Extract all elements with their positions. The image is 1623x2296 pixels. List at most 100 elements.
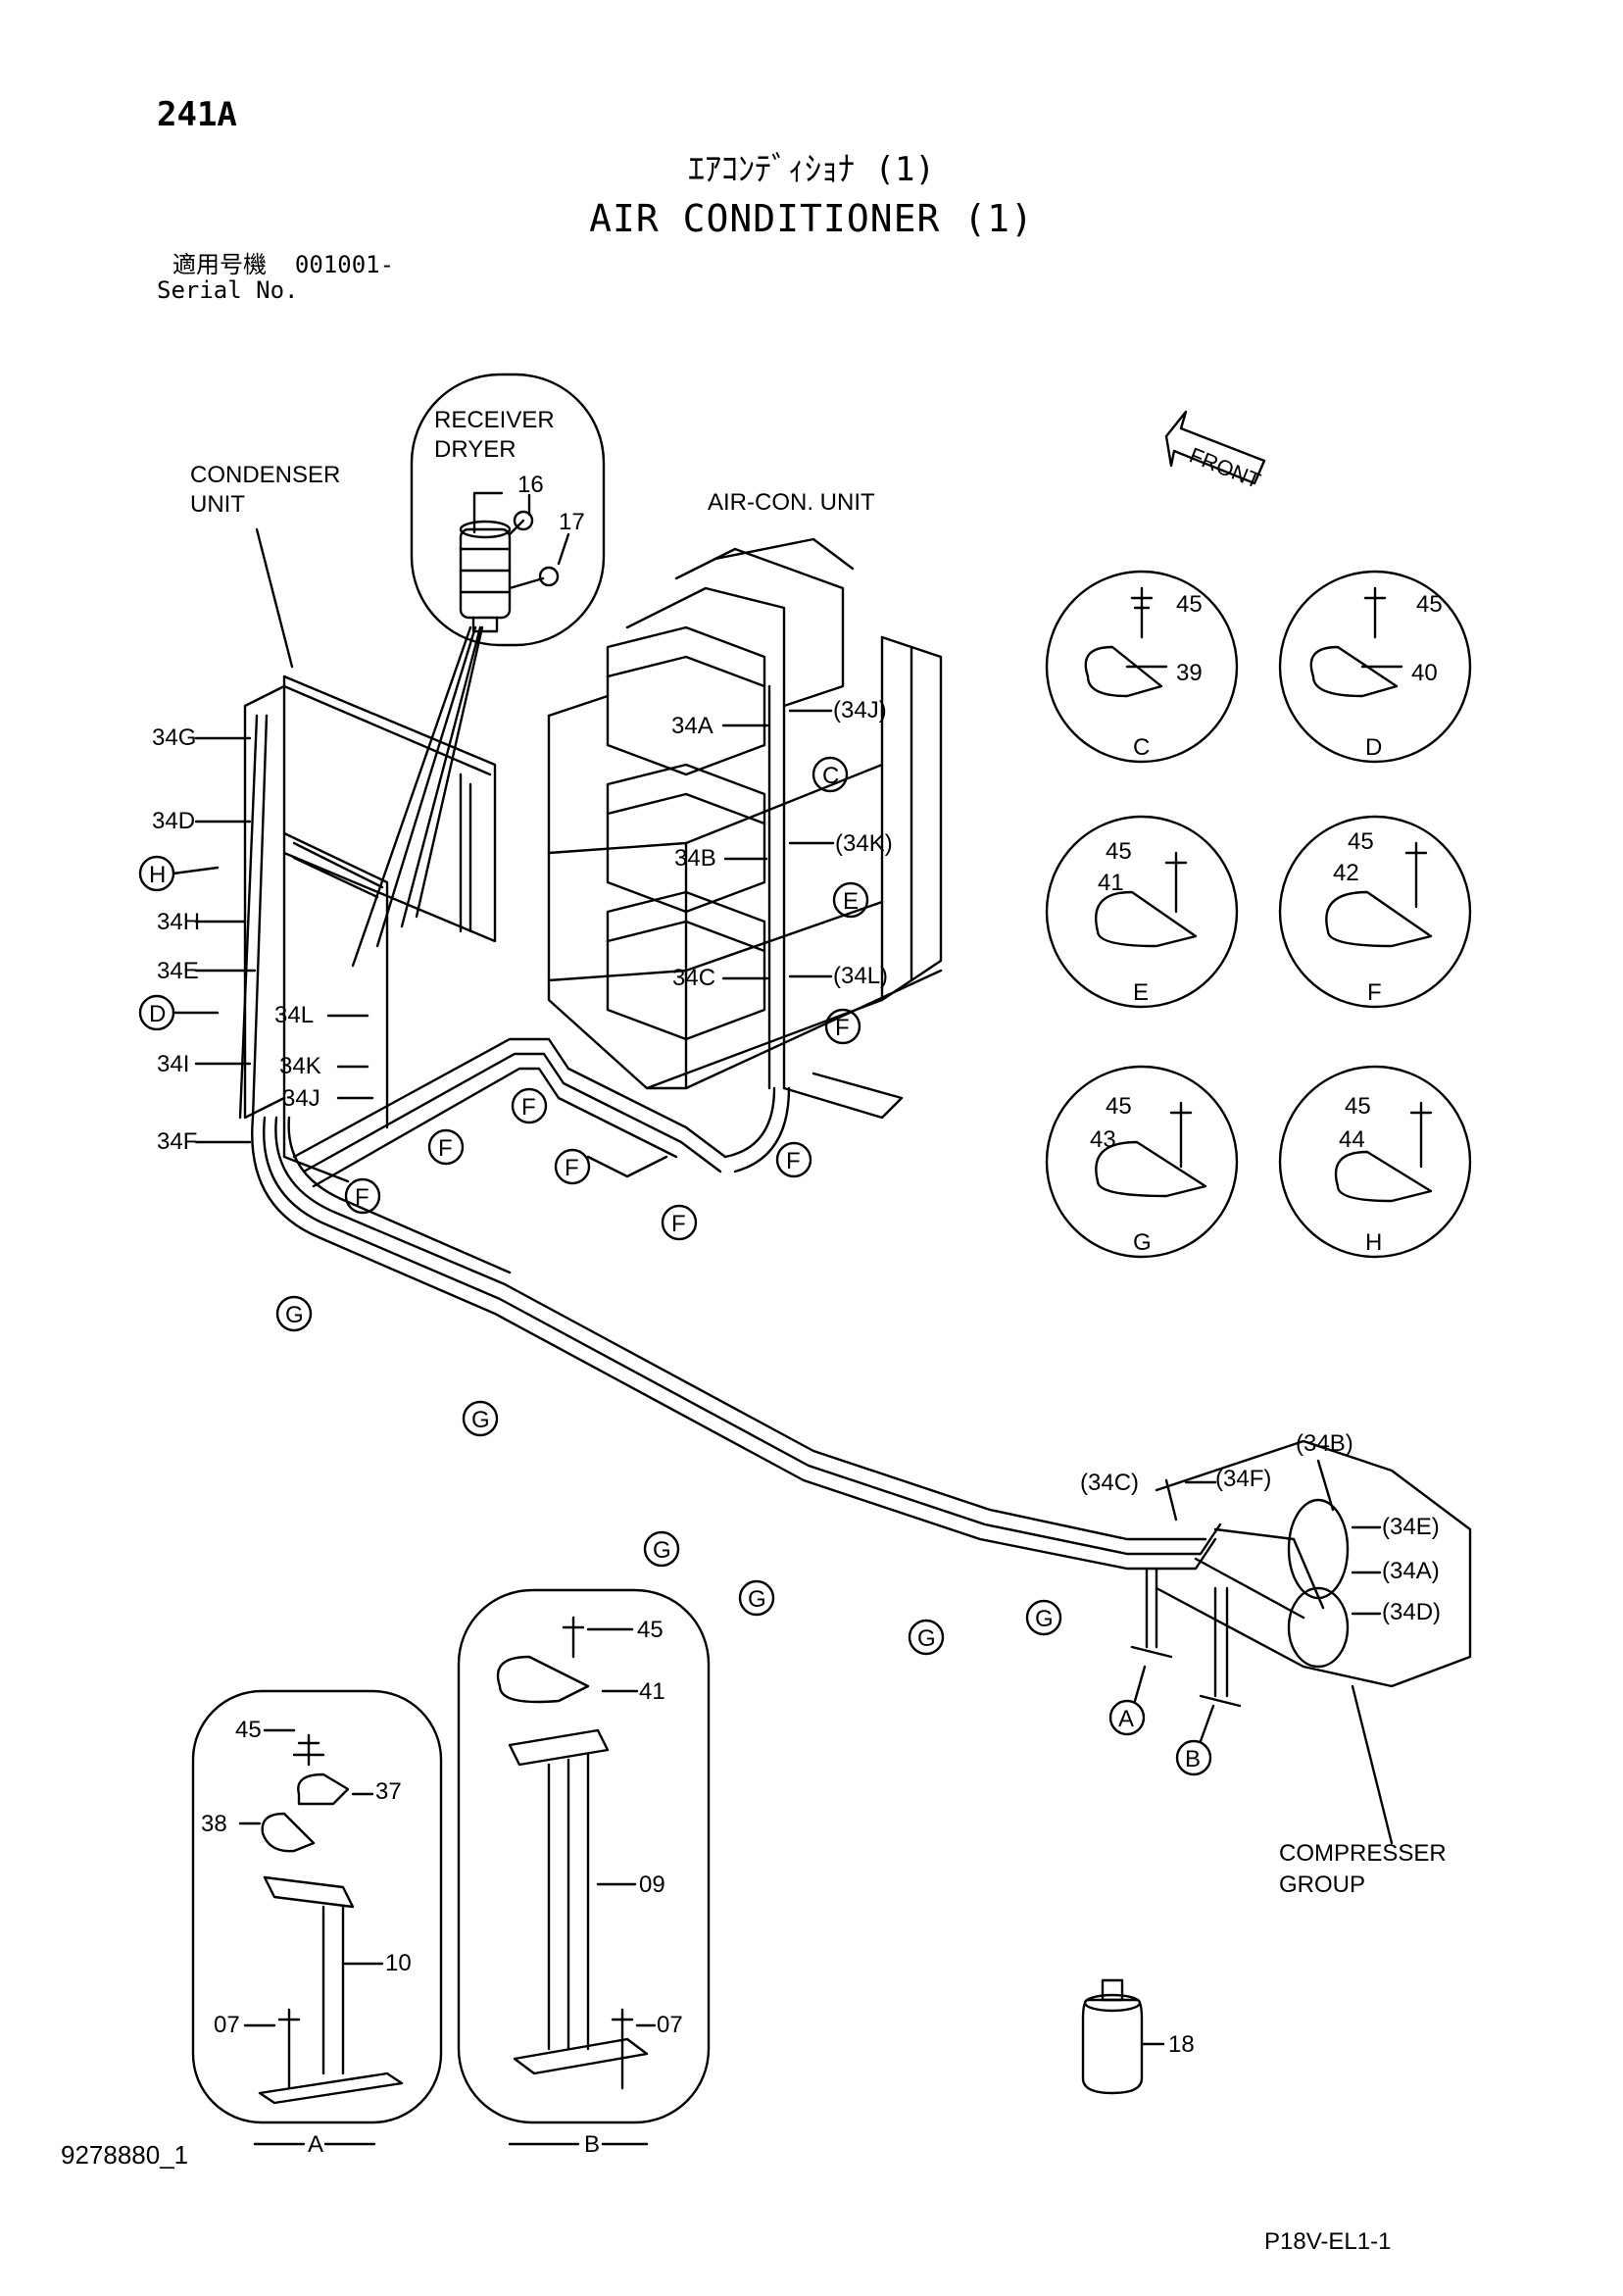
- clamp-callouts: H D C E F F F F F F F G G G G G G A B: [138, 756, 1215, 1776]
- label-34l: 34L: [274, 1002, 314, 1028]
- comp-label-34f: (34F): [1215, 1466, 1271, 1492]
- comp-label-34a: (34A): [1382, 1558, 1440, 1584]
- bottle-part-18: 18: [1168, 2031, 1195, 2058]
- label-34b: 34B: [674, 845, 716, 872]
- bracket-b-part-07: 07: [657, 2012, 683, 2038]
- detail-circle-e: [1045, 815, 1239, 1009]
- detail-d-part-2: 40: [1411, 660, 1438, 686]
- label-34d: 34D: [152, 808, 195, 834]
- bracket-a-letter: A: [308, 2131, 323, 2158]
- callout-g-2: G: [471, 1407, 490, 1433]
- label-34k: 34K: [279, 1053, 321, 1079]
- compressor-pipe-labels: (34B) (34C) (34F) (34E) (34A) (34D): [1080, 1430, 1441, 1625]
- comp-label-34e: (34E): [1382, 1514, 1440, 1540]
- detail-g-part-1: 45: [1106, 1093, 1132, 1120]
- label-34l-ref: (34L): [833, 963, 888, 989]
- label-34c: 34C: [672, 965, 715, 991]
- callout-f-1: F: [835, 1015, 850, 1041]
- bracket-a-part-07: 07: [214, 2012, 240, 2038]
- left-pipe-labels: 34G 34D 34H 34E 34I 34F 34L 34K 34J: [152, 724, 321, 1155]
- detail-letter-h: H: [1365, 1229, 1382, 1256]
- receiver-dryer-inset: RECEIVER DRYER 16 17: [351, 373, 606, 968]
- label-34g: 34G: [152, 724, 196, 751]
- detail-c-part-2: 39: [1176, 660, 1203, 686]
- drawing-number: 9278880_1: [61, 2140, 189, 2170]
- detail-e-part-1: 45: [1106, 838, 1132, 865]
- receiver-label-2: DRYER: [434, 436, 516, 463]
- label-34e: 34E: [157, 958, 199, 984]
- callout-f-6: F: [786, 1148, 801, 1174]
- detail-h-part-1: 45: [1345, 1093, 1371, 1120]
- callout-f-2: F: [521, 1094, 536, 1121]
- label-34i: 34I: [157, 1051, 189, 1077]
- callout-c: C: [822, 763, 839, 789]
- callout-f-3: F: [438, 1135, 453, 1162]
- callout-g-4: G: [748, 1586, 766, 1613]
- pipe-bundle: [238, 714, 1472, 1845]
- detail-e-part-2: 41: [1098, 870, 1124, 896]
- detail-letter-f: F: [1367, 979, 1382, 1006]
- detail-circle-d: [1278, 570, 1472, 764]
- serial-label-jp-text: 適用号機: [172, 251, 267, 278]
- bracket-b-part-09: 09: [639, 1872, 665, 1898]
- detail-letter-d: D: [1365, 734, 1382, 761]
- comp-label-34b: (34B): [1296, 1430, 1353, 1457]
- page-number: 241A: [157, 95, 237, 134]
- callout-h: H: [149, 862, 166, 888]
- part-16: 16: [517, 472, 544, 498]
- callout-f-7: F: [671, 1211, 686, 1237]
- detail-f-part-1: 45: [1348, 828, 1374, 855]
- detail-letter-g: G: [1133, 1229, 1152, 1256]
- label-34k-ref: (34K): [835, 830, 893, 857]
- detail-c-part-1: 45: [1176, 591, 1203, 618]
- detail-g-part-2: 43: [1090, 1126, 1116, 1153]
- label-34a: 34A: [671, 713, 713, 739]
- callout-g-5: G: [917, 1625, 936, 1652]
- comp-label-34d: (34D): [1382, 1599, 1441, 1625]
- callout-f-4: F: [355, 1184, 369, 1211]
- comp-label-34c: (34C): [1080, 1470, 1139, 1496]
- callout-g-6: G: [1035, 1606, 1054, 1632]
- receiver-inset-frame: [410, 373, 606, 647]
- callout-b: B: [1185, 1746, 1201, 1772]
- detail-letter-c: C: [1133, 734, 1150, 761]
- condenser-unit: CONDENSER UNIT: [190, 462, 497, 1183]
- sheet-code: P18V-EL1-1: [1264, 2228, 1392, 2255]
- front-label: FRONT: [1186, 442, 1264, 493]
- serial-label-english: Serial No.: [157, 276, 299, 304]
- bracket-b-letter: B: [584, 2131, 600, 2158]
- callout-e: E: [843, 888, 859, 915]
- callout-d: D: [149, 1001, 166, 1027]
- bracket-a-frame: [191, 1689, 443, 2124]
- detail-f-part-2: 42: [1333, 860, 1359, 886]
- label-34j-ref: (34J): [833, 697, 887, 724]
- bracket-a-inset: 45 37 38 10 07 A: [191, 1689, 443, 2158]
- bracket-a-part-10: 10: [385, 1950, 412, 1976]
- refrigerant-bottle: 18: [1081, 1978, 1195, 2095]
- callout-a: A: [1118, 1706, 1134, 1732]
- condenser-label-2: UNIT: [190, 491, 245, 518]
- detail-circle-f: [1278, 815, 1472, 1009]
- condenser-label-1: CONDENSER: [190, 462, 340, 488]
- bracket-a-part-45: 45: [235, 1717, 262, 1743]
- callout-g-1: G: [285, 1302, 304, 1328]
- part-17: 17: [559, 509, 585, 535]
- compressor-label-2: GROUP: [1279, 1872, 1365, 1898]
- callout-g-3: G: [653, 1537, 671, 1564]
- receiver-label-1: RECEIVER: [434, 407, 555, 433]
- label-34f: 34F: [157, 1128, 197, 1155]
- detail-circle-g: [1045, 1065, 1239, 1259]
- unit-pipe-labels: 34A (34J) 34B (34K) 34C (34L): [671, 697, 893, 991]
- detail-circles: 45 39 45 40 45 41 45 42 45 43 45 44 C D …: [1045, 570, 1472, 1259]
- bracket-a-part-38: 38: [201, 1811, 227, 1837]
- detail-d-part-1: 45: [1416, 591, 1443, 618]
- bracket-a-part-37: 37: [375, 1778, 402, 1805]
- detail-circle-h: [1278, 1065, 1472, 1259]
- label-34h: 34H: [157, 909, 200, 935]
- compressor-label-1: COMPRESSER: [1279, 1840, 1447, 1867]
- bracket-b-part-45: 45: [637, 1617, 664, 1643]
- title-english: AIR CONDITIONER (1): [589, 197, 1034, 240]
- detail-letter-e: E: [1133, 979, 1149, 1006]
- serial-label-japanese: 適用号機 001001-: [172, 253, 394, 276]
